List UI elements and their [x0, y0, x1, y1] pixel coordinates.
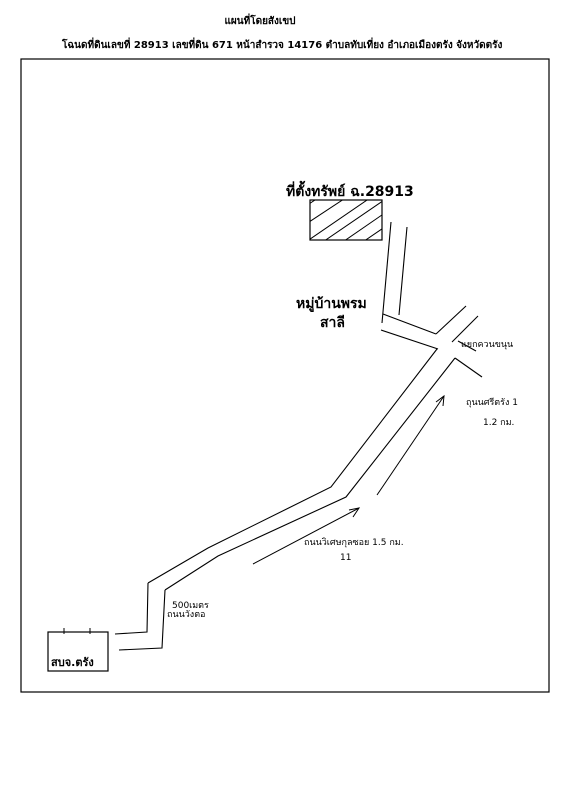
- village-label-line2: สาลี: [320, 315, 345, 331]
- village-label: หมู่บ้านพรม สาลี: [296, 295, 367, 333]
- village-label-line1: หมู่บ้านพรม: [296, 296, 367, 312]
- road-junction: [380, 305, 483, 378]
- road-wiset-soi-label: 11: [340, 553, 352, 563]
- road-wangto-label: ถนนวังตอ: [167, 610, 206, 620]
- road-wiset-label: ถนนวิเศษกุลซอย 1.5 กม.: [304, 538, 404, 548]
- parcel-label: ที่ตั้งทรัพย์ ฉ.28913: [286, 184, 414, 200]
- junction-label: แยกควนขนุน: [461, 340, 514, 350]
- distance-sritrang-label: 1.2 กม.: [483, 418, 515, 428]
- office-box: [47, 628, 109, 672]
- road-wiset-kun: [147, 348, 456, 591]
- distance-wangto-label: 500เมตร: [172, 601, 209, 611]
- deed-info: โฉนดที่ดินเลขที่ 28913 เลขที่ดิน 671 หน้…: [62, 40, 503, 51]
- map-title: แผนที่โดยสังเขป: [224, 16, 296, 27]
- direction-arrow-2: [376, 394, 445, 496]
- map-frame: [20, 58, 550, 693]
- parcel-box: [309, 199, 383, 241]
- road-north: [381, 221, 408, 324]
- direction-arrow-1: [252, 507, 361, 565]
- road-wang-to: [114, 582, 166, 651]
- office-label: สบจ.ตรัง: [51, 656, 94, 669]
- road-sritrang-label: ถุนนศรีตรัง 1: [466, 398, 518, 408]
